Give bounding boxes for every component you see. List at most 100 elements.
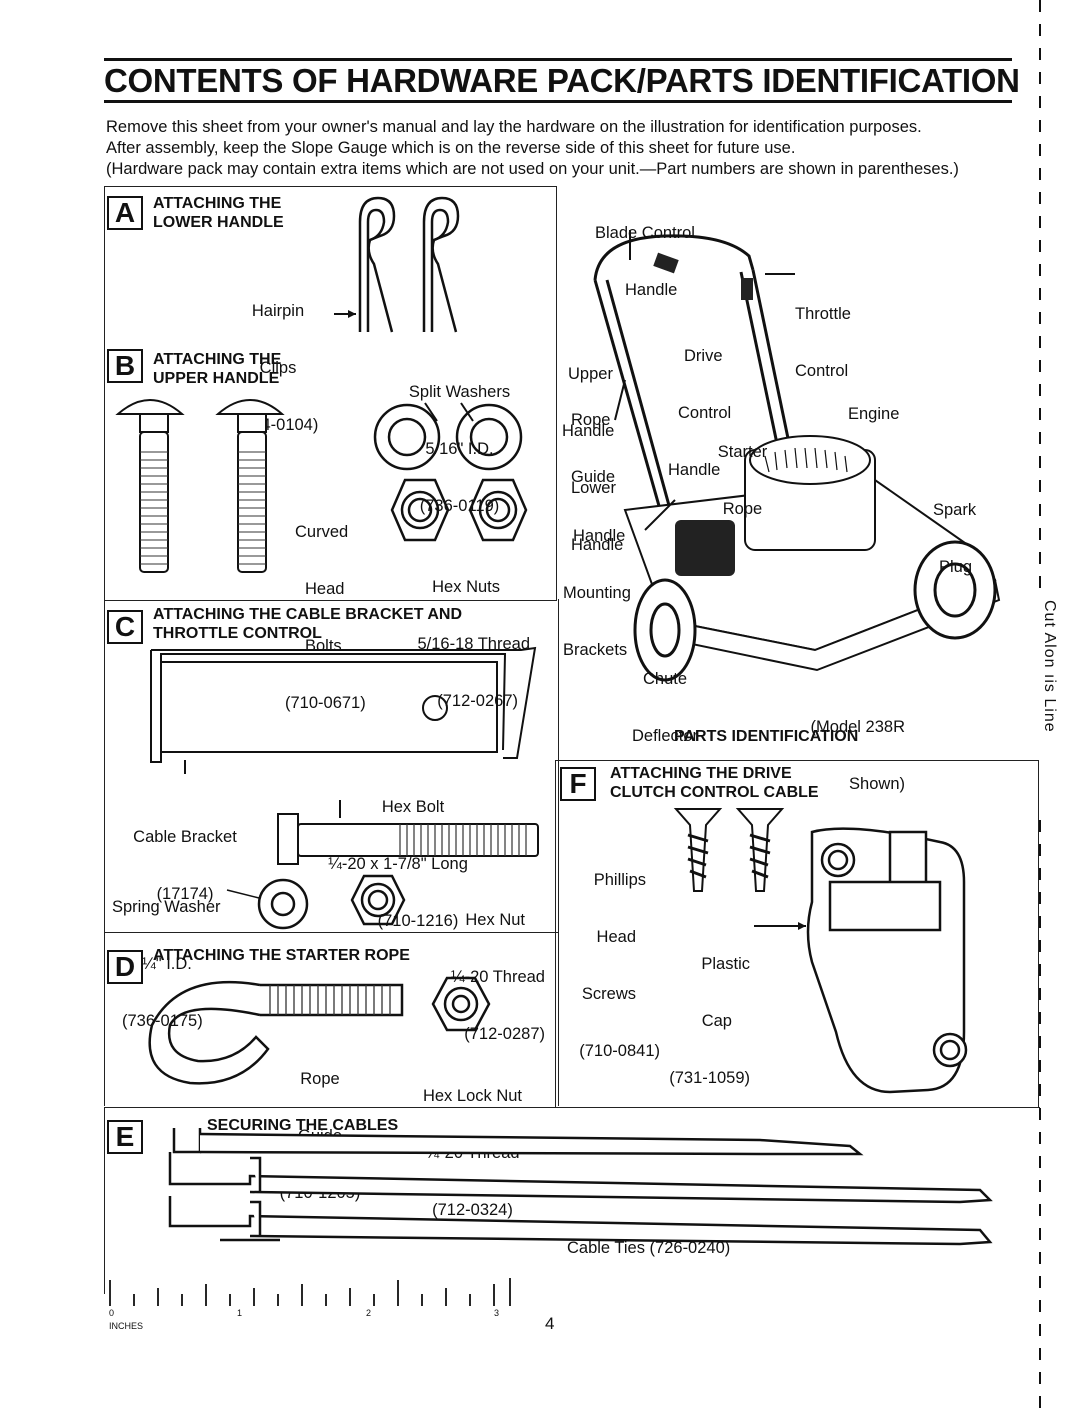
spring-washer-name: Spring Washer <box>112 898 221 916</box>
hex-nut-c-illustration <box>350 874 406 926</box>
brackets-line-3: Brackets <box>563 641 628 659</box>
cable-ties-label: Cable Ties (726-0240) <box>567 1239 731 1257</box>
spring-washer-label: Spring Washer ¼" I.D. (736-0175) <box>112 860 221 1050</box>
mower-label-throttle: Throttle Control <box>795 267 851 400</box>
upper-line-1: Upper <box>568 365 613 383</box>
section-b-heading: ATTACHING THE UPPER HANDLE <box>153 350 281 388</box>
intro-line-1: Remove this sheet from your owner's manu… <box>106 118 922 136</box>
model-line-2: Shown) <box>849 775 905 793</box>
cap-part: (731-1059) <box>669 1069 750 1087</box>
hex-nuts-illustration <box>390 478 528 542</box>
throttle-line-2: Control <box>795 362 849 380</box>
screws-line-2: Head <box>596 928 636 946</box>
cable-bracket-label: Cable Bracket (17174) <box>120 790 250 923</box>
mower-label-drive: Drive Control Handle <box>668 309 731 499</box>
model-line-1: (Model 238R <box>810 718 905 736</box>
ruler-unit: INCHES <box>109 1321 144 1331</box>
section-a-b-box <box>104 186 557 601</box>
split-washers-name: Split Washers <box>408 383 511 401</box>
section-d-heading: ATTACHING THE STARTER ROPE <box>153 947 410 964</box>
section-b-heading-1: ATTACHING THE <box>153 351 282 368</box>
mower-label-upper: Upper Handle <box>562 327 614 460</box>
section-d-box <box>104 933 559 1106</box>
section-c-letter: C <box>107 610 143 644</box>
cable-bracket-part: (17174) <box>156 885 214 903</box>
mower-label-lower: Lower Handle <box>571 441 623 574</box>
section-b-heading-2: UPPER HANDLE <box>153 370 280 387</box>
title-rule-top <box>104 58 1012 61</box>
inch-ruler <box>109 1278 511 1306</box>
curved-bolts-name-2: Head <box>305 580 345 598</box>
curved-bolts-name-1: Curved <box>295 523 349 541</box>
section-e-heading: SECURING THE CABLES <box>207 1117 399 1134</box>
intro-line-2: After assembly, keep the Slope Gauge whi… <box>106 139 796 157</box>
cut-line <box>1039 0 1041 1409</box>
spring-washer-part: (736-0175) <box>122 1012 203 1030</box>
screws-line-3: Screws <box>581 985 636 1003</box>
drive-line-1: Drive <box>684 347 723 365</box>
lawn-mower-illustration <box>593 230 1001 682</box>
spark-line-1: Spark <box>933 501 977 519</box>
page-number: 4 <box>545 1314 555 1333</box>
hex-nut-c-name: Hex Nut <box>465 911 525 929</box>
section-a-heading-1: ATTACHING THE <box>153 195 282 212</box>
phillips-screws-label: Phillips Head Screws (710-0841) <box>565 833 660 1080</box>
ruler-num-1: 1 <box>237 1308 243 1318</box>
hairpin-name-2: Clips <box>259 359 297 377</box>
rope-guide-mower-line-2: Guide <box>571 468 616 486</box>
mower-label-starter: Starter Rope <box>705 405 780 538</box>
brackets-line-2: Mounting <box>563 584 631 602</box>
lower-line-1: Lower <box>571 479 616 497</box>
section-f-box <box>555 760 1039 1108</box>
brackets-line-1: Handle <box>573 527 626 545</box>
mower-label-model: (Model 238R Shown) <box>780 680 905 813</box>
drive-line-3: Handle <box>668 461 721 479</box>
section-c-heading-2: THROTTLE CONTROL <box>153 625 322 642</box>
spark-line-2: Plug <box>939 558 973 576</box>
cable-bracket-name: Cable Bracket <box>133 828 237 846</box>
starter-line-1: Starter <box>717 443 768 461</box>
hex-lock-nut-name: Hex Lock Nut <box>422 1087 523 1105</box>
intro-line-3: (Hardware pack may contain extra items w… <box>106 160 959 178</box>
cable-ties-illustration <box>168 1128 993 1246</box>
screws-line-1: Phillips <box>593 871 646 889</box>
lower-line-2: Handle <box>571 536 624 554</box>
cap-line-2: Cap <box>701 1012 732 1030</box>
section-c-heading: ATTACHING THE CABLE BRACKET AND THROTTLE… <box>153 605 462 643</box>
section-d-letter: D <box>107 950 143 984</box>
cable-bracket-illustration <box>150 646 537 774</box>
hairpin-clips-illustration <box>334 196 460 333</box>
page-title: CONTENTS OF HARDWARE PACK/PARTS IDENTIFI… <box>104 62 1020 99</box>
curved-bolts-part: (710-0671) <box>285 694 366 712</box>
spring-washer-illustration <box>226 878 309 930</box>
mower-label-engine: Engine <box>848 405 900 423</box>
hex-bolt-label: Hex Bolt ¼-20 x 1-7/8" Long (710-1216) <box>308 760 488 950</box>
section-a-heading-2: LOWER HANDLE <box>153 214 284 231</box>
ruler-num-0: 0 <box>109 1308 115 1318</box>
chute-line-2: Deflector <box>631 727 699 745</box>
hex-nuts-thread: 5/16-18 Thread <box>417 635 530 653</box>
rope-guide-name-1: Rope <box>300 1070 340 1088</box>
blade-control-line-2: Handle <box>625 281 678 299</box>
hex-bolt-part: (710-1216) <box>377 912 459 930</box>
cut-line-text: Cut Alon ıis Line <box>1041 600 1058 733</box>
drive-line-2: Control <box>678 404 732 422</box>
curved-bolts-illustration <box>115 399 285 573</box>
hex-nuts-name: Hex Nuts <box>432 578 500 596</box>
mower-label-brackets: Handle Mounting Brackets <box>563 489 631 679</box>
section-f-letter: F <box>560 767 596 801</box>
ruler-num-3: 3 <box>494 1308 500 1318</box>
section-a-letter: A <box>107 196 143 230</box>
intro-text: Remove this sheet from your owner's manu… <box>106 117 1031 180</box>
section-c-heading-1: ATTACHING THE CABLE BRACKET AND <box>153 606 463 623</box>
hex-lock-nut-part: (712-0324) <box>432 1201 513 1219</box>
hex-bolt-illustration <box>277 800 539 865</box>
hairpin-name: Hairpin <box>251 302 305 320</box>
phillips-screws-illustration <box>673 808 785 892</box>
cap-line-1: Plastic <box>701 955 750 973</box>
section-f-heading: ATTACHING THE DRIVE CLUTCH CONTROL CABLE <box>610 764 819 802</box>
hex-bolt-name: Hex Bolt <box>381 798 445 816</box>
plastic-cap-label: Plastic Cap (731-1059) <box>660 917 750 1107</box>
hex-nut-c-part: (712-0287) <box>464 1025 545 1043</box>
section-a-heading: ATTACHING THE LOWER HANDLE <box>153 194 284 232</box>
